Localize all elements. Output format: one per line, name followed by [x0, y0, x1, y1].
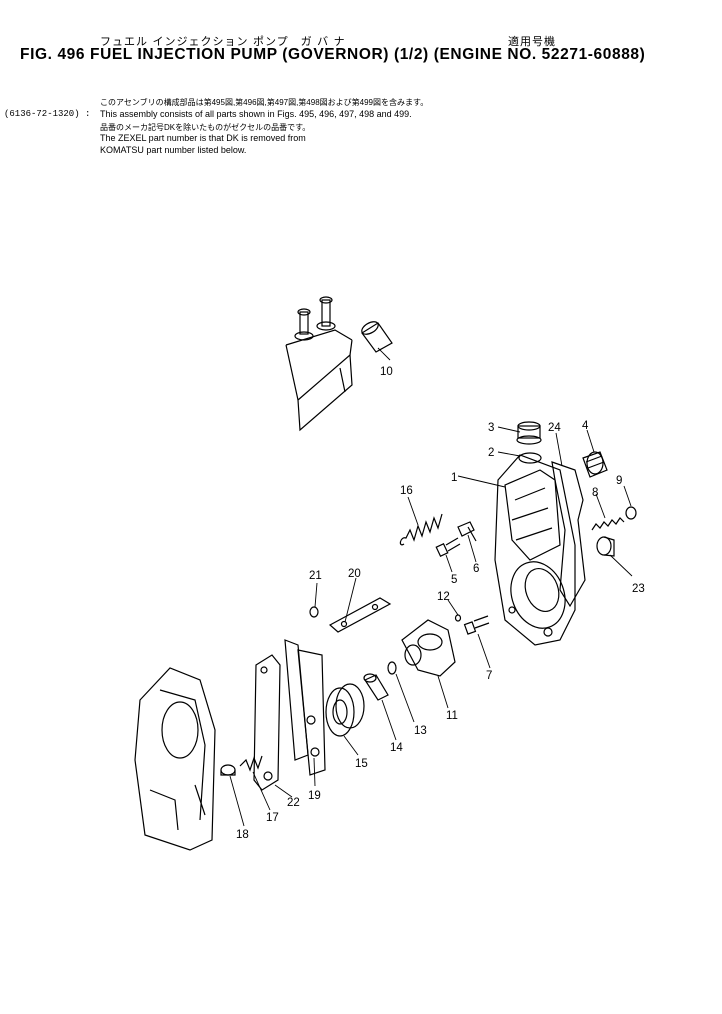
note-jp-line-2: 品番のメーカ記号DKを除いたものがゼクセルの品番です。 — [100, 123, 311, 132]
note-jp-line-1: このアセンブリの構成部品は第495図,第496図,第497図,第498図および第… — [100, 98, 429, 107]
governor-housing-1 — [494, 454, 576, 646]
nut-18 — [220, 764, 236, 776]
callout-20: 20 — [348, 568, 361, 580]
pin-12 — [454, 614, 462, 622]
callout-9: 9 — [616, 475, 622, 487]
callout-18: 18 — [236, 829, 249, 841]
sleeve-10 — [361, 321, 393, 353]
sleeve-14 — [363, 673, 389, 701]
callout-22: 22 — [287, 797, 300, 809]
pump-body-fragment — [285, 296, 353, 432]
gasket-24 — [551, 461, 586, 608]
callout-8: 8 — [592, 487, 598, 499]
callout-labels: 1 2 3 4 5 6 7 8 9 10 11 12 13 14 15 16 1… — [236, 366, 645, 841]
lever-22 — [253, 654, 281, 791]
callout-11: 11 — [446, 710, 458, 722]
assembly-number: (6136-72-1320) : — [4, 109, 91, 119]
floating-lever-19 — [284, 639, 326, 776]
callout-12: 12 — [437, 591, 450, 603]
callout-19: 19 — [308, 790, 321, 802]
governor-cover — [134, 667, 216, 851]
note-line-2: The ZEXEL part number is that DK is remo… — [100, 133, 306, 143]
note-line-1: This assembly consists of all parts show… — [100, 109, 412, 119]
leader-lines — [229, 347, 633, 827]
callout-16: 16 — [400, 485, 413, 497]
note-line-3: KOMATSU part number listed below. — [100, 145, 247, 155]
callout-21: 21 — [309, 570, 322, 582]
callout-5: 5 — [451, 574, 457, 586]
o-ring-2 — [518, 452, 542, 464]
callout-2: 2 — [488, 447, 494, 459]
snap-ring-21 — [309, 606, 319, 618]
callout-4: 4 — [582, 420, 589, 432]
callout-10: 10 — [380, 366, 393, 378]
callout-15: 15 — [355, 758, 368, 770]
bearing-15 — [325, 683, 365, 737]
callout-14: 14 — [390, 742, 403, 754]
callout-13: 13 — [414, 725, 427, 737]
callout-6: 6 — [473, 563, 479, 575]
callout-3: 3 — [488, 422, 494, 434]
lever-20 — [328, 597, 392, 633]
japanese-applicable-engine: 適用号機 — [508, 35, 556, 48]
nut-9 — [625, 506, 637, 520]
plug-3 — [516, 421, 542, 445]
callout-17: 17 — [266, 812, 279, 824]
bolt-5 — [435, 537, 461, 558]
callout-7: 7 — [486, 670, 492, 682]
clip-6 — [457, 521, 477, 542]
spring-8 — [591, 517, 625, 531]
callout-24: 24 — [548, 422, 561, 434]
flyweight-11 — [401, 619, 456, 677]
cap-4 — [582, 451, 608, 478]
callout-23: 23 — [632, 583, 645, 595]
collar-23 — [596, 536, 615, 557]
callout-1: 1 — [451, 472, 457, 484]
figure-title: FIG. 496 FUEL INJECTION PUMP (GOVERNOR) … — [20, 46, 646, 63]
bolt-7 — [463, 615, 490, 635]
spring-17 — [239, 755, 263, 772]
spring-16 — [399, 513, 443, 546]
japanese-title: フュエル インジェクション ポンプ ガ バ ナ — [100, 35, 346, 48]
washer-13 — [387, 661, 397, 675]
